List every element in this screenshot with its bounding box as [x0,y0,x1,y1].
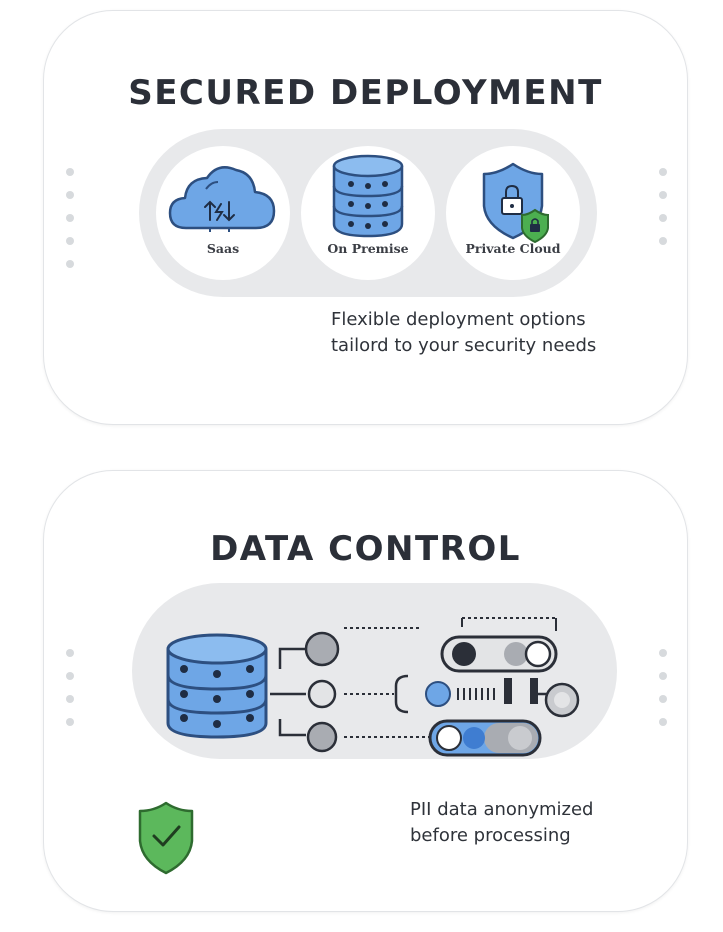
data-control-card: DATA CONTROL [43,470,688,912]
option-label: On Premise [327,241,409,256]
section-title: DATA CONTROL [210,529,521,569]
decorative-dots-left [66,649,76,741]
toggle-switch-icon [440,635,558,673]
deployment-options-panel: Saas On Premise [139,129,597,297]
option-label: Private Cloud [465,241,561,256]
decorative-dots-right [659,649,669,741]
data-flow-illustration [138,617,580,875]
caption-line: tailord to your security needs [331,335,597,356]
decorative-dots-left [66,168,76,283]
option-on-premise: On Premise [301,146,435,280]
option-saas: Saas [156,146,290,280]
toggle-switch-icon [428,719,542,757]
cloud-sync-icon [168,166,276,232]
caption-line: Flexible deployment options [331,309,586,330]
section-title: SECURED DEPLOYMENT [128,73,603,113]
caption-line: before processing [410,825,571,846]
shield-check-icon [138,801,194,875]
database-icon [332,154,404,238]
caption-line: PII data anonymized [410,799,594,820]
data-control-caption: PII data anonymized before processing [410,797,593,849]
option-label: Saas [206,241,240,256]
option-private-cloud: Private Cloud [446,146,580,280]
shield-lock-icon [482,162,549,244]
database-icon [166,633,268,739]
deployment-caption: Flexible deployment options tailord to y… [331,307,596,359]
decorative-dots-right [659,168,669,260]
secured-deployment-card: SECURED DEPLOYMENT Saas [43,10,688,425]
